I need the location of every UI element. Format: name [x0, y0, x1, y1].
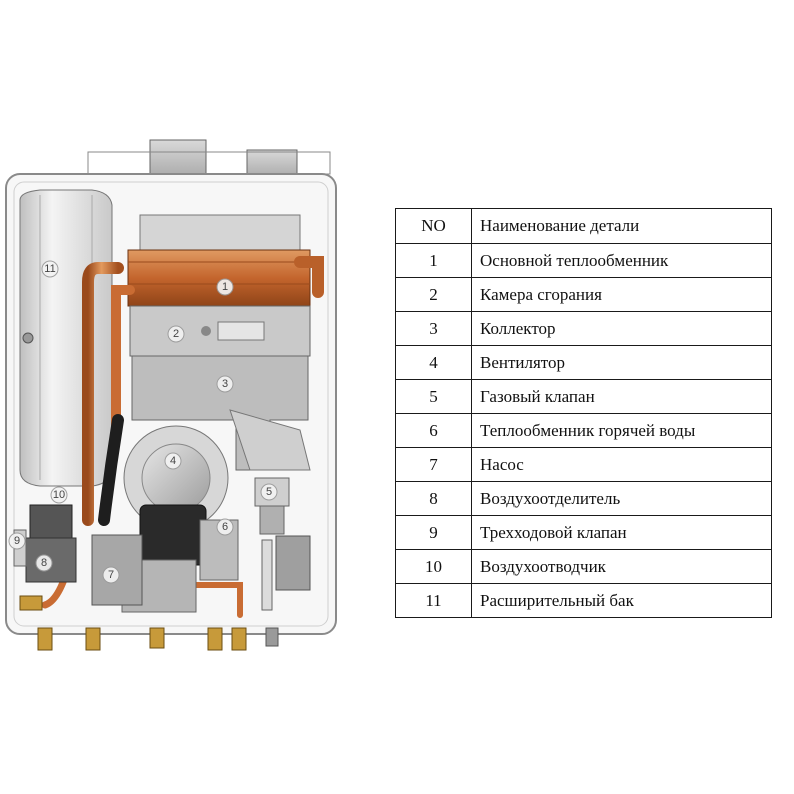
row-no: 9	[395, 515, 472, 550]
row-no: 7	[395, 447, 472, 482]
marker-7-label: 7	[108, 569, 114, 581]
row-name: Воздухоотделитель	[471, 481, 772, 516]
marker-9-label: 9	[14, 535, 20, 547]
collector	[131, 355, 311, 471]
row-no: 1	[395, 243, 472, 278]
marker-2-label: 2	[173, 328, 179, 340]
marker-9: 9	[8, 532, 26, 550]
marker-1-label: 1	[222, 281, 228, 293]
row-name: Камера сгорания	[471, 277, 772, 312]
row-name: Коллектор	[471, 311, 772, 346]
copper-pipes	[41, 256, 324, 618]
row-name: Трехходовой клапан	[471, 515, 772, 550]
row-no: 6	[395, 413, 472, 448]
row-no: 4	[395, 345, 472, 380]
row-name: Теплообменник горячей воды	[471, 413, 772, 448]
combustion-chamber	[129, 305, 311, 357]
marker-6: 6	[216, 518, 234, 536]
row-no: 2	[395, 277, 472, 312]
row-no: 3	[395, 311, 472, 346]
marker-3-label: 3	[222, 378, 228, 390]
marker-3: 3	[216, 375, 234, 393]
marker-8-label: 8	[41, 557, 47, 569]
marker-5: 5	[260, 483, 278, 501]
boiler-diagram: 1 2 3 4 5 6 7 8 9 10 11	[5, 139, 337, 651]
marker-6-label: 6	[222, 521, 228, 533]
marker-8: 8	[35, 554, 53, 572]
row-no: 11	[395, 583, 472, 618]
main-heat-exchanger	[127, 214, 311, 307]
row-name: Воздухоотводчик	[471, 549, 772, 584]
row-no: 10	[395, 549, 472, 584]
row-name: Расширительный бак	[471, 583, 772, 618]
insulated-hose	[98, 414, 124, 526]
marker-10-label: 10	[53, 489, 65, 501]
row-name: Насос	[471, 447, 772, 482]
row-name: Основной теплообменник	[471, 243, 772, 278]
marker-11: 11	[41, 260, 59, 278]
row-name: Вентилятор	[471, 345, 772, 380]
marker-10: 10	[50, 486, 68, 504]
bottom-connections	[19, 595, 279, 651]
header-name: Наименование детали	[471, 208, 772, 244]
marker-11-label: 11	[44, 263, 55, 275]
marker-2: 2	[167, 325, 185, 343]
marker-5-label: 5	[266, 486, 272, 498]
row-no: 5	[395, 379, 472, 414]
header-no: NO	[395, 208, 472, 244]
expansion-tank	[19, 189, 113, 487]
row-name: Газовый клапан	[471, 379, 772, 414]
marker-7: 7	[102, 566, 120, 584]
row-no: 8	[395, 481, 472, 516]
marker-4: 4	[164, 452, 182, 470]
marker-4-label: 4	[170, 455, 176, 467]
marker-1: 1	[216, 278, 234, 296]
table-header-row: NO Наименование детали	[395, 208, 772, 244]
